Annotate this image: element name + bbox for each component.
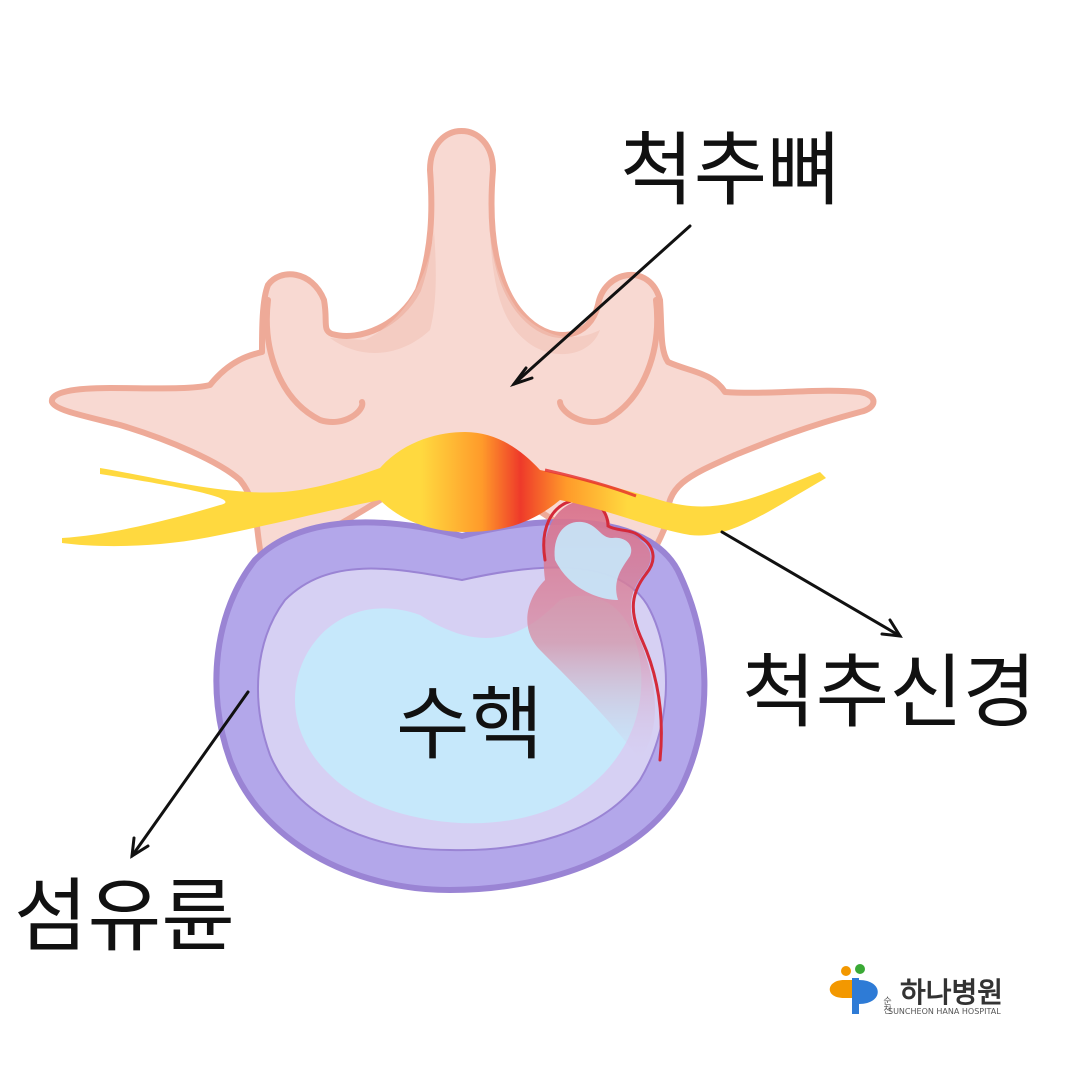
- nerve-inflamed-line: [544, 468, 637, 498]
- label-annulus: 섬유륜: [14, 870, 235, 963]
- logo-name: 하나병원: [900, 976, 1003, 1009]
- arrow-nerve: [720, 530, 902, 638]
- herniation-inner-bulge: [554, 521, 632, 600]
- arrowhead-nerve: [880, 618, 903, 638]
- vertebra-shading-left: [330, 230, 436, 353]
- facet-curve-right: [557, 297, 661, 425]
- label-nucleus: 수핵: [396, 678, 543, 771]
- logo-leaf-blue: [859, 980, 878, 1004]
- logo-dot-orange: [841, 966, 851, 976]
- spinal-nerve: [62, 432, 826, 547]
- arrow-vertebra: [512, 224, 692, 386]
- arrowhead-annulus: [130, 836, 150, 859]
- logo-stem-blue: [852, 978, 859, 1014]
- label-spinal-nerve: 척추신경: [742, 646, 1036, 739]
- logo-leaf-orange: [829, 980, 852, 998]
- intervertebral-disc: [213, 497, 708, 894]
- arrow-annulus: [130, 690, 250, 858]
- arrows: [130, 224, 903, 859]
- arrowhead-vertebra: [509, 366, 534, 387]
- logo-dot-green: [855, 964, 865, 974]
- vertebra-bone: [49, 128, 877, 573]
- label-vertebra: 척추뼈: [620, 124, 841, 217]
- facet-curve-left: [263, 297, 366, 425]
- vertebra-shading-right: [490, 230, 600, 355]
- nerve-band: [62, 432, 826, 547]
- logo-icon: [829, 964, 878, 1014]
- logo-small-text: 순천: [881, 996, 891, 1014]
- logo-english: SUNCHEON HANA HOSPITAL: [888, 1007, 1001, 1016]
- hospital-logo: 순천 하나병원 SUNCHEON HANA HOSPITAL: [829, 964, 1003, 1016]
